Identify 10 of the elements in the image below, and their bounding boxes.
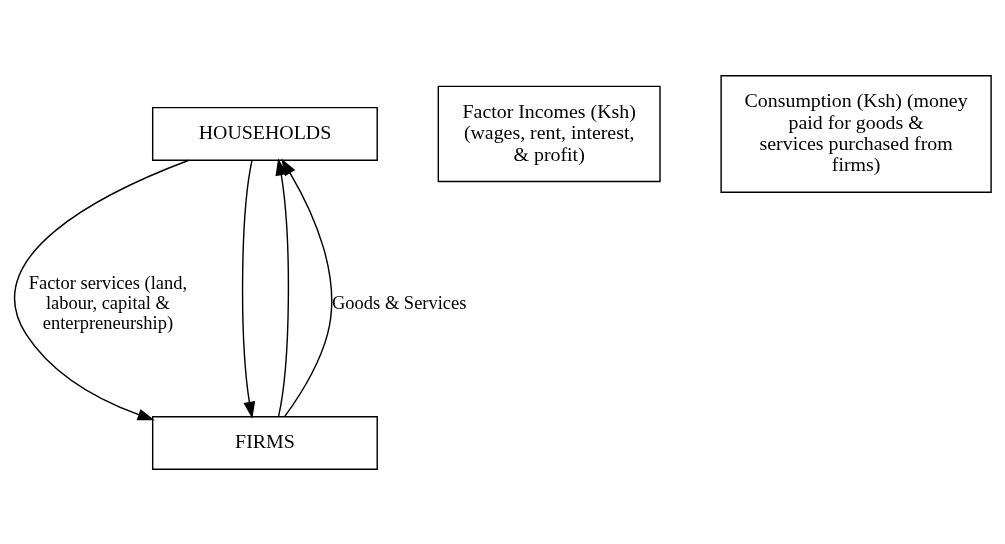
node-box: HOUSEHOLDS bbox=[152, 106, 378, 161]
arrow bbox=[13, 159, 190, 420]
arrow bbox=[281, 157, 333, 417]
arrow bbox=[275, 157, 290, 417]
node-box: Consumption (Ksh) (money paid for goods & services purchased from firms) bbox=[720, 74, 992, 193]
arrow bbox=[241, 159, 256, 419]
node-box: Factor Incomes (Ksh) (wages, rent, interest, & profit) bbox=[437, 85, 661, 182]
edge-label: Goods & Services bbox=[332, 292, 467, 313]
edge-label: Factor services (land, labour, capital & enterpreneurship) bbox=[28, 272, 188, 333]
node-box: FIRMS bbox=[152, 415, 378, 470]
